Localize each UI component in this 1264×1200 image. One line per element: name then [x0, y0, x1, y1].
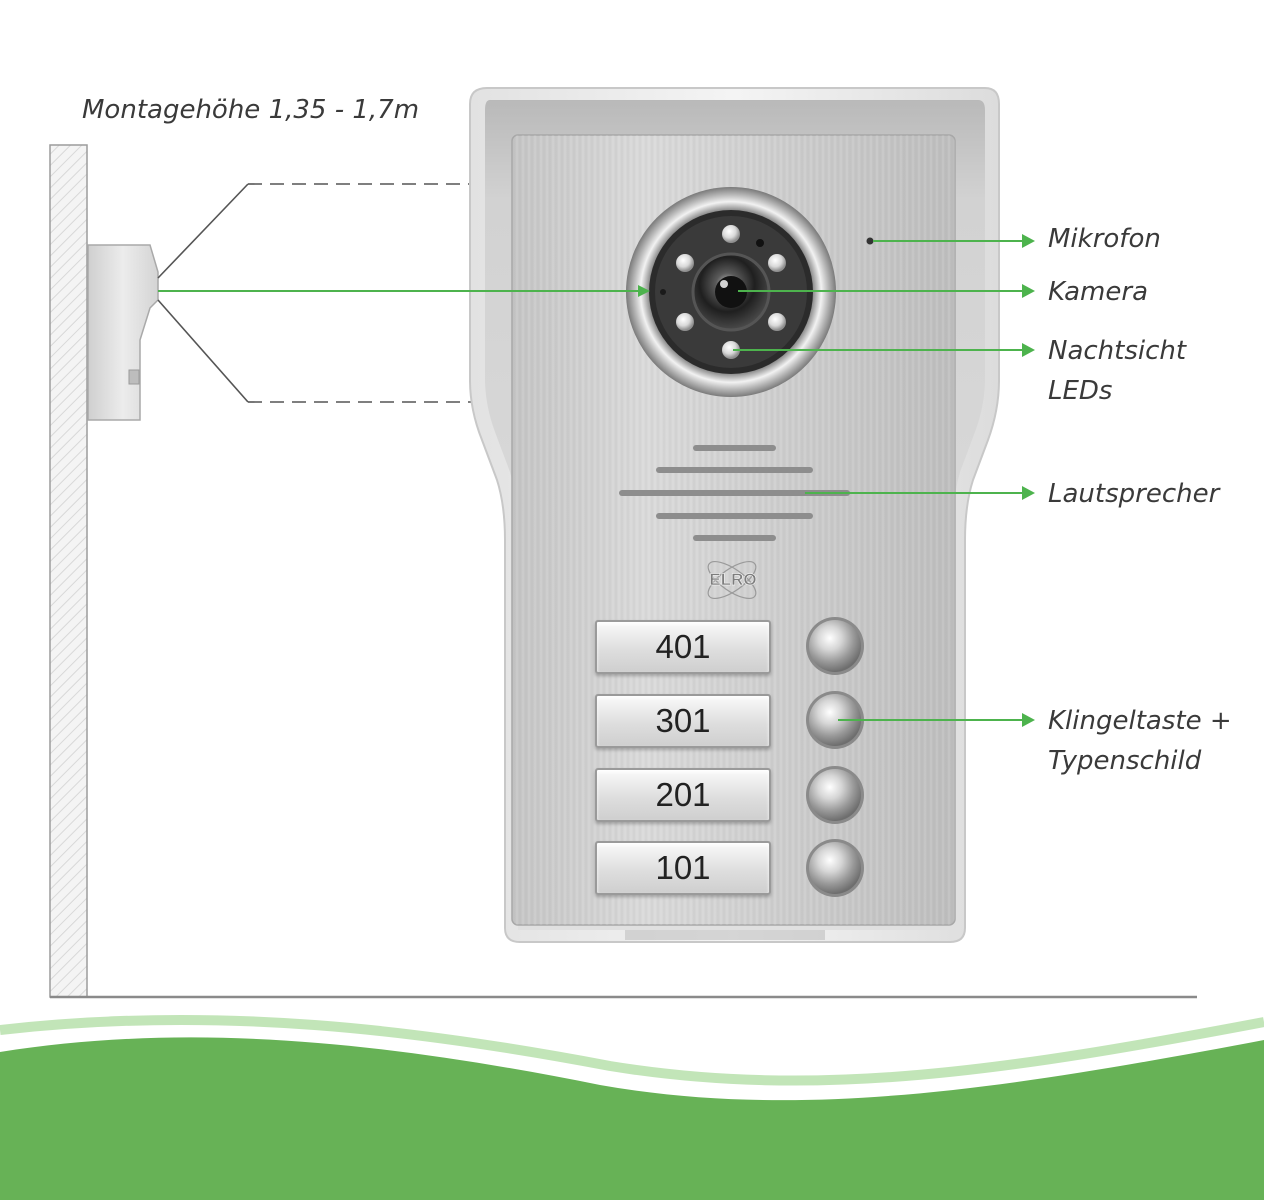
label-klingeltaste: Klingeltaste +	[1048, 706, 1232, 736]
night-vision-leds	[660, 225, 786, 359]
label-lautsprecher: Lautsprecher	[1048, 479, 1220, 509]
bell-button-301[interactable]	[806, 691, 864, 749]
bell-buttons	[806, 617, 864, 897]
bell-button-101[interactable]	[806, 839, 864, 897]
decorative-wave	[0, 1014, 1264, 1200]
microphone-hole	[866, 237, 874, 245]
label-leds: LEDs	[1048, 376, 1113, 406]
callout-lines	[158, 234, 1035, 727]
nameplate-301: 301	[595, 694, 771, 748]
bell-button-401[interactable]	[806, 617, 864, 675]
label-nachtsicht: Nachtsicht	[1048, 336, 1187, 366]
nameplate-101: 101	[595, 841, 771, 895]
label-kamera: Kamera	[1048, 277, 1149, 307]
mounting-height-title: Montagehöhe 1,35 - 1,7m	[82, 95, 420, 125]
camera-module	[626, 187, 836, 397]
nameplate-401: 401	[595, 620, 771, 674]
nameplate-101-text: 101	[655, 849, 711, 886]
wall	[49, 144, 88, 998]
bell-button-201[interactable]	[806, 766, 864, 824]
nameplate-201-text: 201	[655, 776, 711, 813]
label-mikrofon: Mikrofon	[1048, 224, 1161, 254]
nameplate-201: 201	[595, 768, 771, 822]
nameplate-301-text: 301	[655, 702, 711, 739]
side-view-housing	[87, 244, 159, 421]
brand-name: ELRO	[709, 570, 756, 589]
label-typenschild: Typenschild	[1048, 746, 1202, 776]
speaker-grille	[619, 445, 850, 541]
nameplate-401-text: 401	[655, 628, 711, 665]
elro-logo: ELRO	[707, 560, 757, 600]
